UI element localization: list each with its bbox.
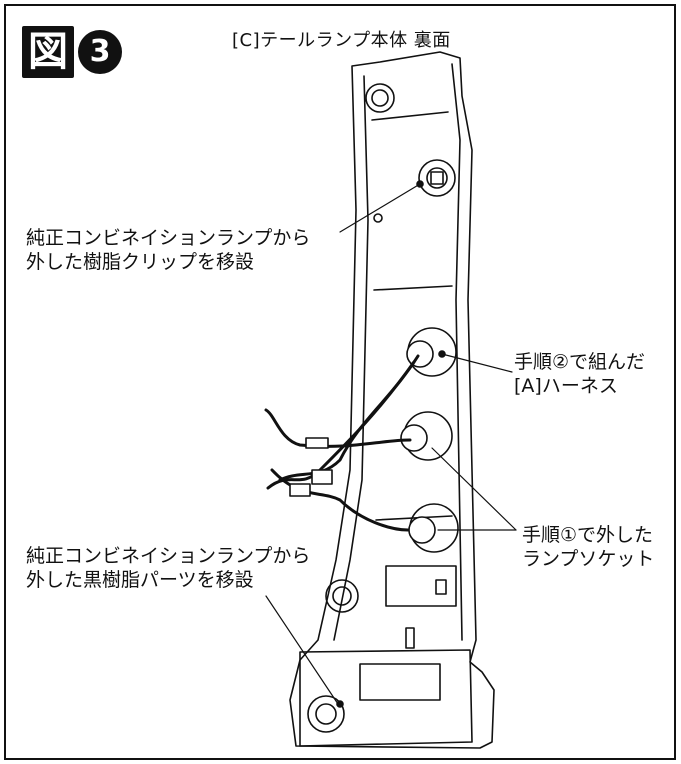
lower-boss — [325, 579, 359, 613]
black-part-dot — [336, 700, 344, 708]
diagram-title: [C]テールランプ本体 裏面 — [232, 30, 451, 51]
label-resin-clip: 純正コンビネイションランプから 外した樹脂クリップを移設 — [26, 226, 310, 274]
label-lamp-socket-line1: 手順①で外した — [522, 524, 654, 546]
resin-clip-inner — [426, 167, 448, 189]
label-resin-clip-line1: 純正コンビネイションランプから — [26, 227, 311, 249]
label-lamp-socket-line2: ランプソケット — [522, 548, 655, 570]
lamp-housing-outline — [289, 51, 495, 749]
figure-number-badge: 図 3 — [22, 26, 122, 78]
connector-a — [305, 437, 329, 449]
resin-clip — [418, 159, 456, 197]
label-harness-line2: [A]ハーネス — [514, 375, 618, 397]
small-hole — [373, 213, 383, 223]
leader-clip — [339, 183, 421, 233]
black-part-detail — [359, 663, 441, 701]
resin-clip-head — [430, 171, 444, 185]
figure-number: 3 — [78, 30, 122, 74]
harness-wire-b — [266, 360, 416, 490]
label-lamp-socket: 手順①で外した ランプソケット — [522, 523, 654, 571]
socket-middle-inner — [400, 424, 428, 452]
top-boss-inner — [371, 89, 389, 107]
leader-black — [265, 595, 339, 705]
socket-lower-inner — [408, 516, 436, 544]
lamp-housing-rib — [371, 111, 453, 521]
label-harness: 手順②で組んだ [A]ハーネス — [514, 350, 645, 398]
leader-socket-1 — [431, 447, 517, 531]
socket-upper-inner — [406, 340, 434, 368]
label-harness-line1: 手順②で組んだ — [514, 351, 646, 373]
bracket-tab — [435, 579, 447, 595]
connector-b — [311, 469, 333, 485]
bracket-box — [385, 565, 457, 607]
leader-harness — [441, 353, 513, 373]
figure-kanji: 図 — [22, 26, 74, 78]
label-resin-clip-line2: 外した樹脂クリップを移設 — [26, 251, 255, 273]
leader-clip-dot — [416, 180, 424, 188]
harness-wire-a — [278, 354, 420, 482]
leader-harness-dot — [438, 350, 446, 358]
top-boss — [365, 83, 395, 113]
black-part-boss — [307, 695, 345, 733]
figure-frame — [4, 4, 676, 760]
connector-c — [289, 483, 311, 497]
label-black-resin-part-line2: 外した黒樹脂パーツを移設 — [26, 569, 254, 591]
black-part-boss-inner — [315, 703, 337, 725]
harness-wire-c — [264, 408, 412, 448]
screw — [405, 627, 415, 649]
label-black-resin-part-line1: 純正コンビネイションランプから — [26, 545, 311, 567]
label-black-resin-part: 純正コンビネイションランプから 外した黒樹脂パーツを移設 — [26, 544, 310, 592]
black-resin-part — [299, 649, 473, 747]
lower-boss-inner — [332, 586, 352, 606]
